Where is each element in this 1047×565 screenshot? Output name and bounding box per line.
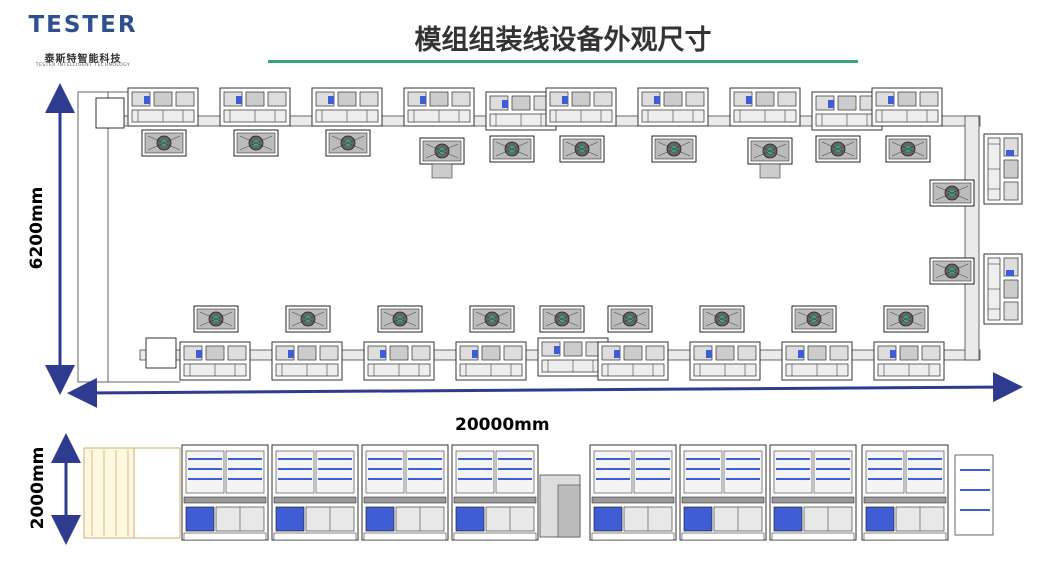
logo-english-name: TESTER INTELLIGENT TECHNOLOGY bbox=[35, 63, 131, 68]
company-logo: TESTER 泰斯特智能科技 TESTER INTELLIGENT TECHNO… bbox=[28, 6, 138, 70]
width-dimension-label: 20000mm bbox=[455, 415, 550, 435]
title-underline bbox=[268, 60, 858, 63]
height-dimension-label: 6200mm bbox=[27, 186, 47, 270]
page-title: 模组组装线设备外观尺寸 bbox=[414, 25, 712, 56]
side-height-dimension-label: 2000mm bbox=[28, 446, 48, 530]
logo-chinese-name: 泰斯特智能科技 bbox=[44, 54, 122, 65]
logo-brand: TESTER bbox=[28, 12, 138, 38]
